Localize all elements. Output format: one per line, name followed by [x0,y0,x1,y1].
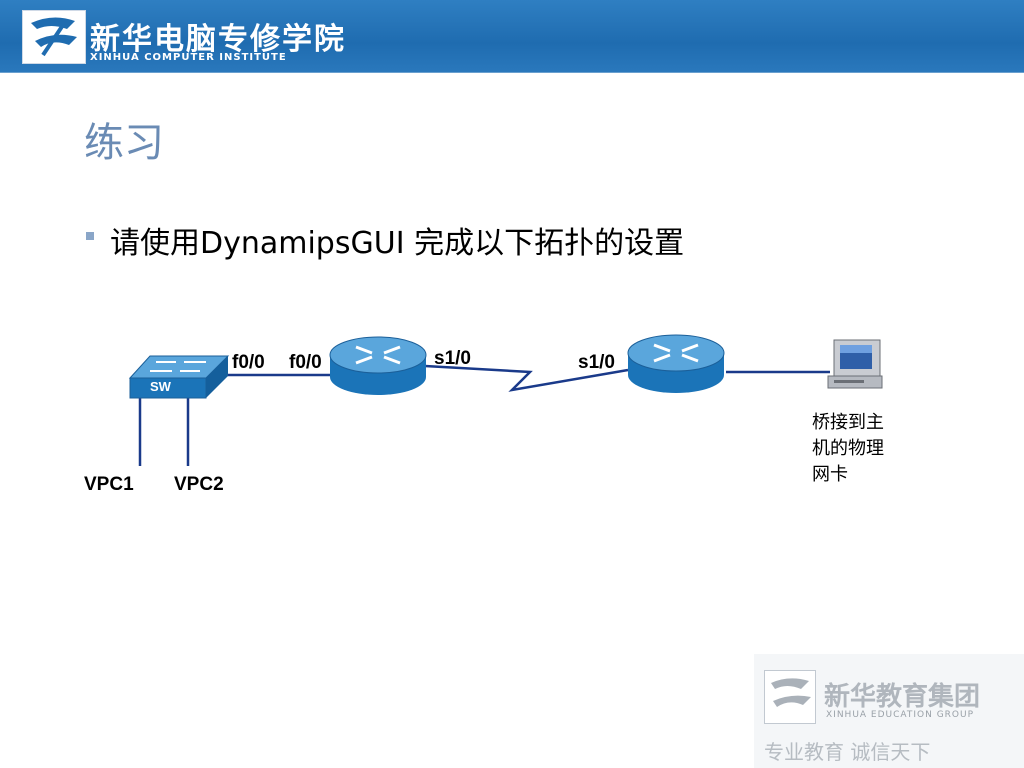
footer-group-name: 新华教育集团 [824,682,981,712]
header-title: 新华电脑专修学院 [90,22,346,57]
school-logo-icon [22,10,86,64]
host-note-line: 桥接到主 [812,412,884,433]
group-logo-icon [764,670,816,724]
host-note: 桥接到主 机的物理 网卡 [812,410,912,488]
switch-icon [128,355,230,399]
router-1-icon [329,336,427,395]
footer-slogan: 专业教育 诚信天下 [764,740,931,764]
bullet-icon [86,232,94,240]
footer-group-english: XINHUA EDUCATION GROUP [826,710,975,720]
bullet-text: 请使用DynamipsGUI 完成以下拓扑的设置 [110,226,685,261]
header-banner: 新华电脑专修学院 XINHUA COMPUTER INSTITUTE [0,0,1024,73]
header-subtitle: XINHUA COMPUTER INSTITUTE [90,52,287,63]
r2-serial-port-label: s1/0 [578,352,615,373]
host-note-line: 机的物理 [812,438,884,459]
vpc1-label: VPC1 [84,474,134,495]
switch-label: SW [150,379,171,394]
link-serial-r1-r2 [424,364,629,392]
host-pc-icon [827,339,883,389]
sw-port-label: f0/0 [232,352,265,373]
r1-serial-port-label: s1/0 [434,348,471,369]
vpc2-label: VPC2 [174,474,224,495]
router-2-icon [627,334,725,393]
host-note-line: 网卡 [812,464,848,485]
r1-fast-port-label: f0/0 [289,352,322,373]
footer-brand: 新华教育集团 XINHUA EDUCATION GROUP 专业教育 诚信天下 [754,654,1024,768]
page-title: 练习 [84,120,164,166]
